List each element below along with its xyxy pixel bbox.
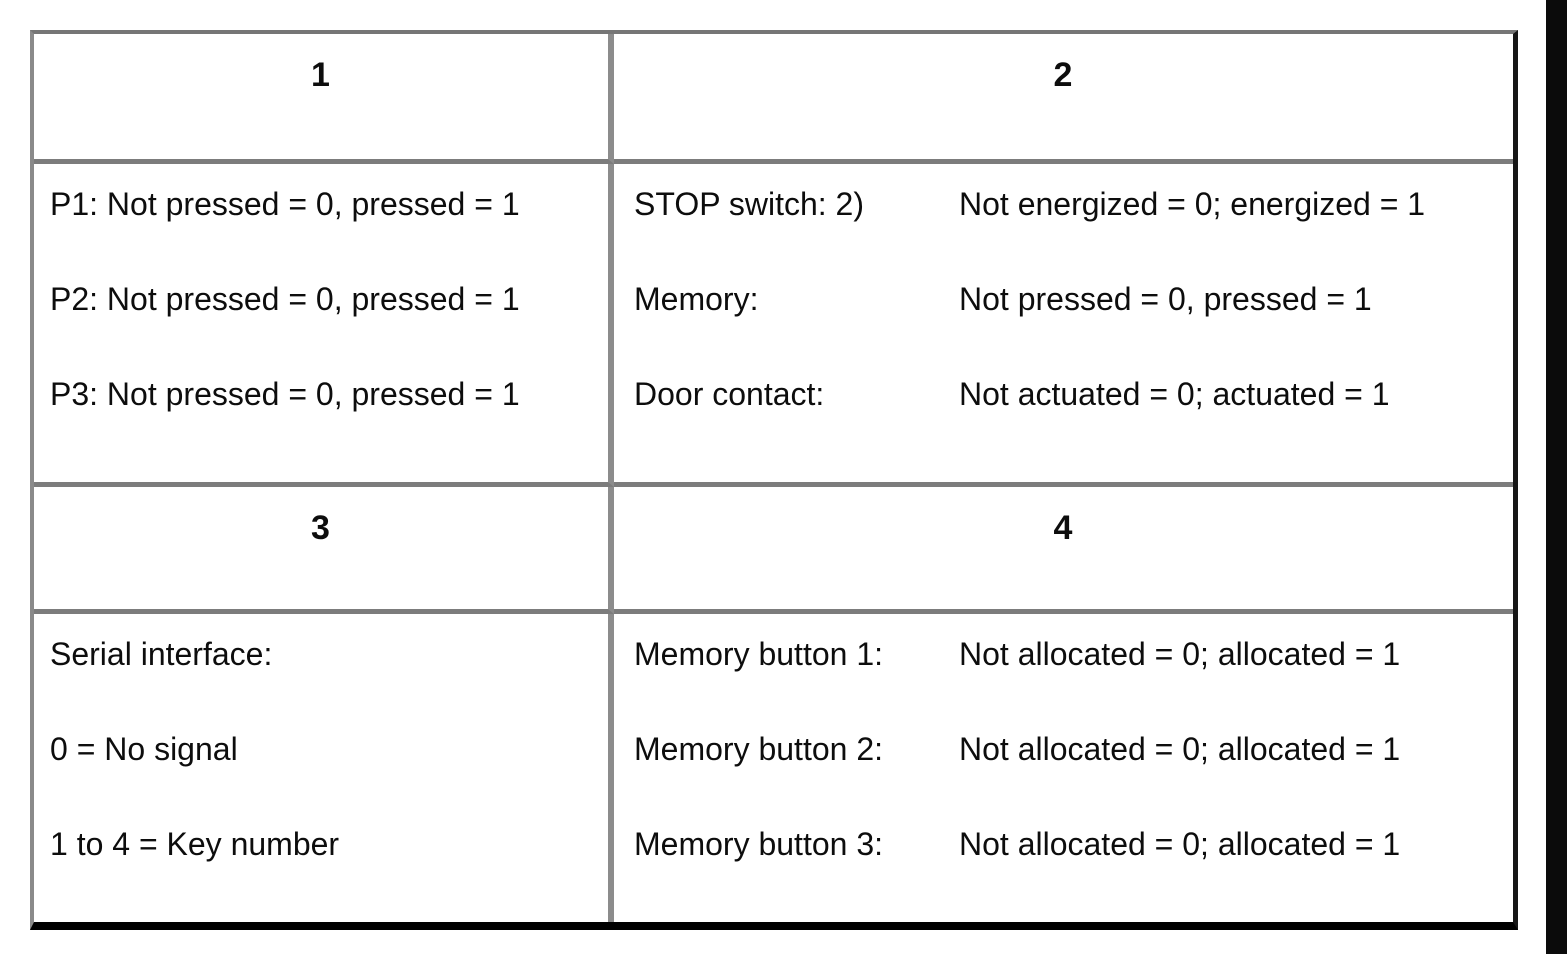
signal-label: STOP switch: 2) xyxy=(634,186,864,222)
signal-line-key-number: 1 to 4 = Key number xyxy=(50,826,340,862)
signal-value: Not allocated = 0; allocated = 1 xyxy=(959,731,1401,767)
quadrant-1-number: 1 xyxy=(34,34,614,164)
signal-value: Not energized = 0; energized = 1 xyxy=(959,186,1426,222)
quadrant-4-number: 4 xyxy=(614,487,1513,614)
signal-label: Door contact: xyxy=(634,376,825,412)
signal-value: Not actuated = 0; actuated = 1 xyxy=(959,376,1390,412)
quadrant-4-content: Memory button 1: Not allocated = 0; allo… xyxy=(614,614,1513,922)
signal-row-door-contact: Door contact: Not actuated = 0; actuated… xyxy=(634,376,1513,413)
signal-value: Not allocated = 0; allocated = 1 xyxy=(959,636,1401,672)
scan-edge-bar xyxy=(1546,0,1567,954)
quadrant-3-number: 3 xyxy=(34,487,614,614)
signal-table: 1 2 P1: Not pressed = 0, pressed = 1 P2:… xyxy=(30,30,1518,930)
signal-line-serial-interface: Serial interface: xyxy=(50,636,273,672)
signal-label: Memory button 2: xyxy=(634,731,883,767)
quadrant-3-content: Serial interface: 0 = No signal 1 to 4 =… xyxy=(34,614,614,922)
signal-label: Memory button 3: xyxy=(634,826,883,862)
signal-label: Memory: xyxy=(634,281,759,317)
quadrant-2-content: STOP switch: 2) Not energized = 0; energ… xyxy=(614,164,1513,487)
signal-row-memory: Memory: Not pressed = 0, pressed = 1 xyxy=(634,281,1513,318)
signal-line-p1: P1: Not pressed = 0, pressed = 1 xyxy=(50,186,520,222)
signal-value: Not allocated = 0; allocated = 1 xyxy=(959,826,1401,862)
signal-label: Memory button 1: xyxy=(634,636,883,672)
signal-row-memory-button-1: Memory button 1: Not allocated = 0; allo… xyxy=(634,636,1513,673)
signal-line-no-signal: 0 = No signal xyxy=(50,731,238,767)
signal-line-p2: P2: Not pressed = 0, pressed = 1 xyxy=(50,281,520,317)
signal-value: Not pressed = 0, pressed = 1 xyxy=(959,281,1372,317)
signal-row-memory-button-3: Memory button 3: Not allocated = 0; allo… xyxy=(634,826,1513,863)
signal-row-memory-button-2: Memory button 2: Not allocated = 0; allo… xyxy=(634,731,1513,768)
signal-line-p3: P3: Not pressed = 0, pressed = 1 xyxy=(50,376,520,412)
quadrant-2-number: 2 xyxy=(614,34,1513,164)
quadrant-1-content: P1: Not pressed = 0, pressed = 1 P2: Not… xyxy=(34,164,614,487)
signal-row-stop-switch: STOP switch: 2) Not energized = 0; energ… xyxy=(634,186,1513,223)
